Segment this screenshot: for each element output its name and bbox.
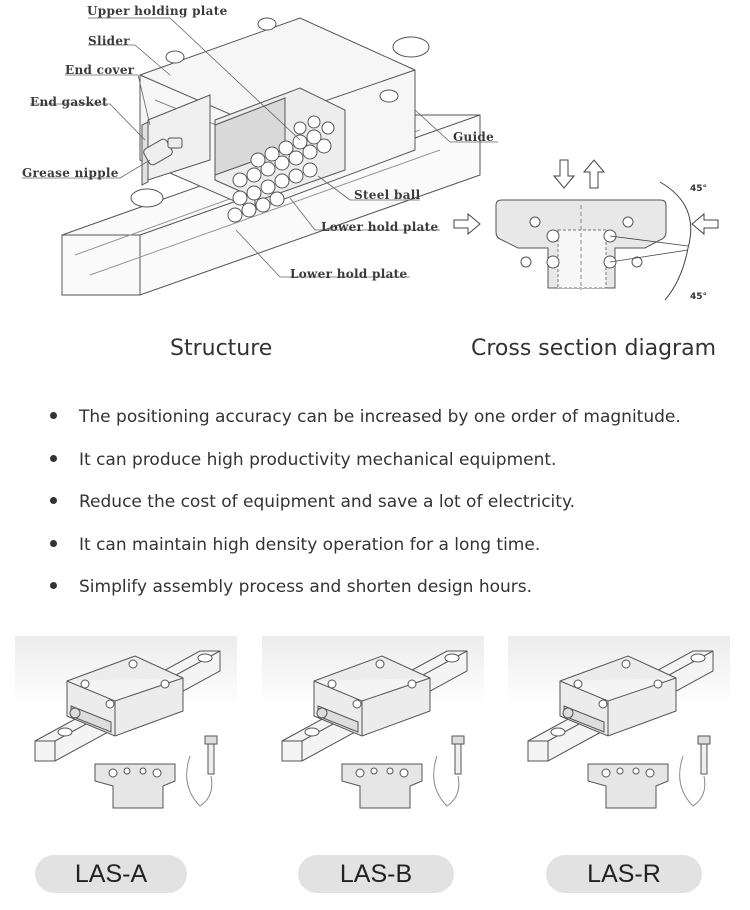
bullet-icon xyxy=(50,496,57,504)
model-label-las-a: LAS-A xyxy=(35,855,187,893)
arrow-up-icon xyxy=(582,159,606,189)
bullet-icon xyxy=(50,539,57,547)
cross-section-diagram xyxy=(453,159,719,301)
linear-guide-illustration xyxy=(262,636,484,836)
model-card-las-r xyxy=(508,636,730,836)
list-item: The positioning accuracy can be increase… xyxy=(50,407,681,427)
linear-guide-illustration xyxy=(15,636,237,836)
arrow-left-icon xyxy=(691,212,719,236)
angle-bottom-label: 45° xyxy=(690,292,708,302)
bullet-icon xyxy=(50,581,57,589)
label-lower-hold-plate-1: Lower hold plate xyxy=(321,220,439,234)
bullet-icon xyxy=(50,411,57,419)
label-lower-hold-plate-2: Lower hold plate xyxy=(290,267,408,281)
model-label-las-r: LAS-R xyxy=(546,855,702,893)
model-card-las-a xyxy=(15,636,237,836)
structure-caption: Structure xyxy=(170,336,273,361)
linear-guide-illustration xyxy=(508,636,730,836)
list-item: It can produce high productivity mechani… xyxy=(50,450,556,470)
bullet-icon xyxy=(50,454,57,462)
label-steel-ball: Steel ball xyxy=(354,188,421,202)
label-end-gasket: End gasket xyxy=(30,95,108,109)
angle-top-label: 45° xyxy=(690,184,708,194)
model-card-las-b xyxy=(262,636,484,836)
list-item: Simplify assembly process and shorten de… xyxy=(50,577,532,597)
arrow-down-icon xyxy=(552,159,576,189)
list-item: Reduce the cost of equipment and save a … xyxy=(50,492,575,512)
label-upper-holding-plate: Upper holding plate xyxy=(87,4,228,18)
label-grease-nipple: Grease nipple xyxy=(22,166,119,180)
arrow-right-icon xyxy=(453,212,481,236)
model-label-las-b: LAS-B xyxy=(298,855,454,893)
label-slider: Slider xyxy=(88,34,130,48)
cross-section-caption: Cross section diagram xyxy=(471,336,717,361)
label-end-cover: End cover xyxy=(65,63,135,77)
list-item: It can maintain high density operation f… xyxy=(50,535,540,555)
structure-diagram xyxy=(22,17,498,296)
label-guide: Guide xyxy=(453,130,495,144)
